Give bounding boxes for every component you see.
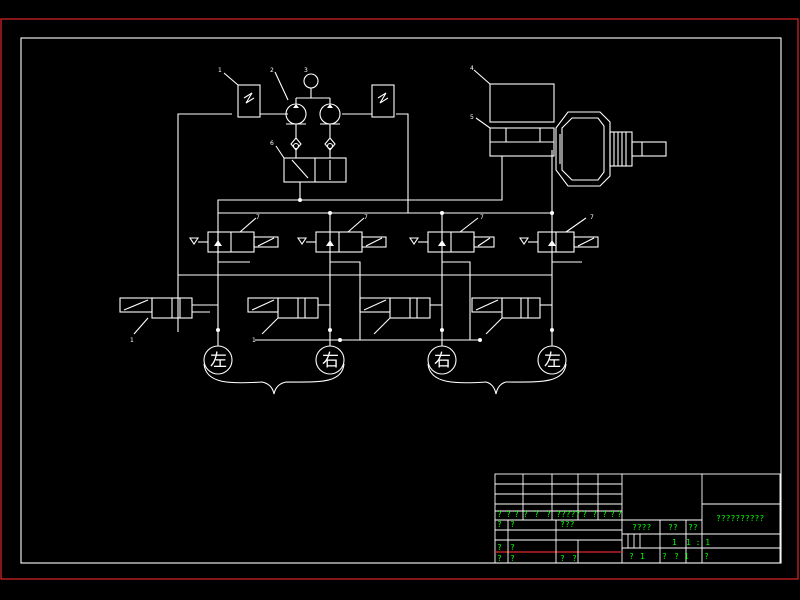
relief-valve-3: 7 (408, 214, 495, 253)
drawing-title: ?????????? (716, 514, 764, 523)
label-relief-4: 7 (590, 214, 594, 221)
tb-r1-2: ? (514, 510, 519, 519)
tb-r4-0: ? (497, 554, 502, 563)
title-block: ?????????? ? ? ? ? ? ? ????? ? ? ? ? ? ?… (494, 473, 781, 564)
tb-scale-label: ???? (632, 523, 651, 532)
label-solenoid-2: 1 (252, 337, 256, 344)
wheel-4-label: 左 (544, 351, 561, 371)
filter-right (371, 84, 395, 118)
manifold-lines (178, 150, 582, 341)
motor: 3 (296, 67, 330, 99)
solenoid-valve-3 (359, 297, 442, 335)
tb-r4-2: ? (560, 554, 565, 563)
label-tank: 4 (470, 65, 474, 72)
tb-r4-1: ? (510, 554, 515, 563)
solenoid-valve-1: 1 (119, 297, 218, 344)
tb-r1-1: ? (506, 510, 511, 519)
relief-valve-2: 7 (296, 214, 387, 253)
tb-r1-9: ? (602, 510, 607, 519)
wheel-2-label: 右 (322, 351, 339, 371)
tb-r1-10: ? (610, 510, 615, 519)
wheel-group-left: 左 右 (203, 332, 345, 395)
filter-left: 1 (218, 67, 261, 118)
tank: 4 (470, 65, 555, 123)
wheel-3-label: 右 (434, 351, 451, 371)
wheel-group-right: 右 左 (427, 332, 567, 395)
tb-r1-0: ? (497, 510, 502, 519)
tb-r1-6: ????? (556, 510, 580, 519)
relief-valve-1: 7 (188, 214, 279, 253)
label-motor: 3 (304, 67, 308, 74)
tb-r2-0: ? (497, 520, 502, 529)
tb-r1-4: ? (534, 510, 539, 519)
label-filter-left: 1 (218, 67, 222, 74)
supply-section: 1 3 2 (177, 65, 667, 332)
tb-sheet-c: ? (662, 552, 667, 561)
label-main-valve: 6 (270, 140, 274, 147)
relief-valve-4: 7 (518, 214, 599, 253)
pump-right (319, 98, 341, 125)
tb-r1-11: ? (617, 510, 622, 519)
tb-r1-8: ? (592, 510, 597, 519)
tb-sheet-e: 1 (684, 552, 689, 561)
cylinder: 5 (300, 114, 555, 201)
wheel-1-label: 左 (210, 351, 227, 371)
solenoid-valve-4 (471, 297, 552, 335)
tb-r1-5: ? (546, 510, 551, 519)
label-relief-3: 7 (480, 214, 484, 221)
outer-frame (0, 18, 799, 580)
tb-r3-1: ? (510, 543, 515, 552)
tb-qty-label: ?? (668, 523, 678, 532)
tb-ratio: 1 : 1 (686, 538, 710, 547)
tb-r1-7: ? (582, 510, 587, 519)
tb-r1-3: ? (523, 510, 528, 519)
main-valve: 6 (270, 140, 347, 202)
tb-sheet-d: ? (674, 552, 679, 561)
solenoid-valve-2: 1 (247, 297, 330, 344)
tb-r2-2: ??? (560, 520, 575, 529)
tb-scale-value: 1 (672, 538, 677, 547)
actuator (555, 111, 667, 187)
tb-sheet-b: 1 (640, 552, 645, 561)
check-valves (290, 124, 336, 158)
tb-r4-3: ? (572, 554, 577, 563)
junctions (216, 328, 554, 342)
tb-sheet-a: ? (629, 552, 634, 561)
tb-company: ? (704, 552, 709, 561)
tb-r2-1: ? (510, 520, 515, 529)
label-solenoid-1: 1 (130, 337, 134, 344)
inner-frame (20, 37, 782, 564)
label-relief-2: 7 (364, 214, 368, 221)
label-cylinder: 5 (470, 114, 474, 121)
label-pump: 2 (270, 67, 274, 74)
label-relief-1: 7 (256, 214, 260, 221)
pump-left: 2 (270, 67, 307, 125)
tb-r3-0: ? (497, 543, 502, 552)
tb-weight-label: ?? (688, 523, 698, 532)
